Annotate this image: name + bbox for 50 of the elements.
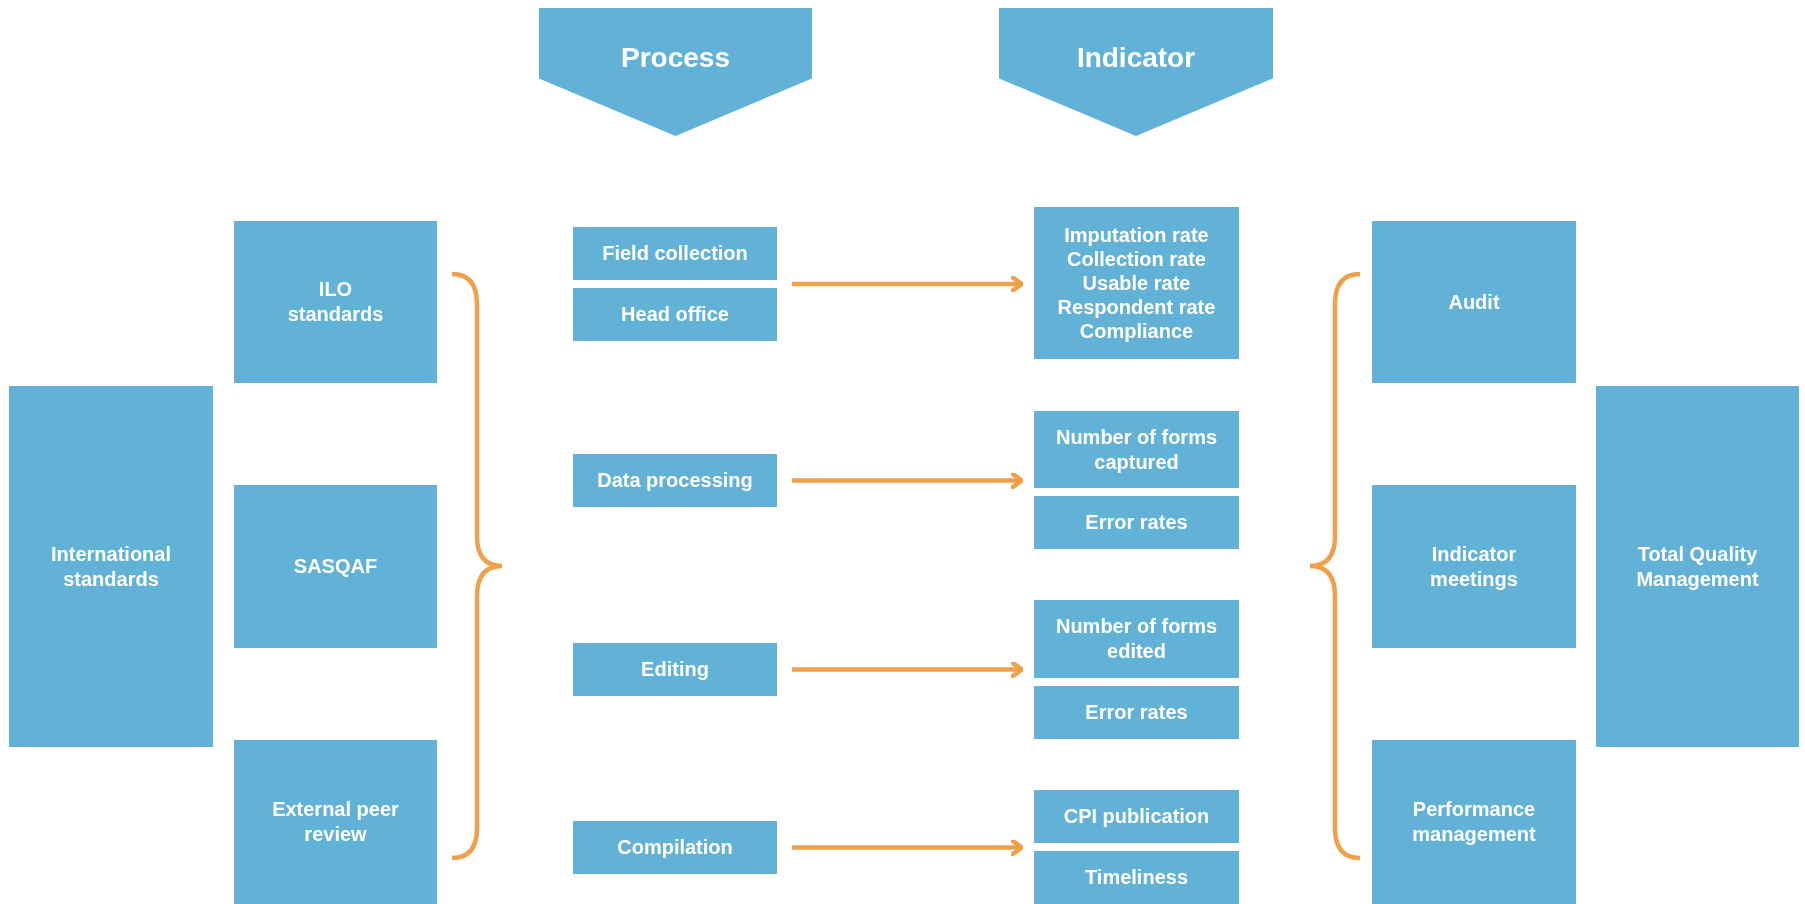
node-label: Field collection — [602, 241, 748, 266]
node-label: Audit — [1448, 289, 1500, 315]
node-label: Timeliness — [1085, 865, 1188, 890]
node-label: Data processing — [597, 468, 753, 493]
node-label: Number of forms captured — [1054, 424, 1219, 475]
node-label: Editing — [641, 657, 709, 682]
node-label: Performance management — [1411, 797, 1537, 847]
text-box — [1034, 411, 1239, 488]
node-label: International standards — [50, 541, 172, 592]
text-box — [1372, 485, 1576, 648]
text-box — [1596, 386, 1799, 747]
node-label: Indicator — [1076, 41, 1196, 75]
node-label: Head office — [621, 302, 729, 327]
arrow — [792, 660, 1025, 679]
node-label: Error rates — [1085, 700, 1188, 725]
node-label: Imputation rate — [1064, 223, 1209, 247]
node-label: Process — [621, 41, 730, 75]
node-label: Number of forms edited — [1054, 614, 1219, 664]
text-box — [234, 485, 437, 648]
text-box — [1034, 686, 1239, 739]
node-label: CPI publication — [1063, 804, 1210, 829]
node-label: ILO standards — [286, 277, 385, 327]
node-label: Error rates — [1085, 510, 1188, 535]
node-label: Compilation — [617, 835, 733, 860]
text-box — [1034, 496, 1239, 549]
text-box — [573, 288, 777, 341]
node-label: Compliance — [1079, 319, 1194, 343]
arrow — [792, 471, 1025, 490]
node-label: Collection rate — [1067, 247, 1206, 271]
text-box — [1372, 221, 1576, 383]
arrow — [792, 838, 1025, 857]
text-box — [234, 740, 437, 904]
text-box — [234, 221, 437, 383]
text-box — [573, 227, 777, 280]
node-label: External peer review — [271, 797, 400, 847]
text-box — [573, 454, 777, 507]
arrow — [792, 274, 1025, 294]
text-box — [9, 386, 213, 747]
node-label: Indicator meetings — [1429, 541, 1519, 592]
text-box — [1372, 740, 1576, 904]
node-label: SASQAF — [293, 554, 378, 579]
node-label: Usable rate — [1082, 271, 1191, 295]
text-box — [1034, 600, 1239, 678]
text-box — [1034, 851, 1239, 904]
text-box — [573, 643, 777, 696]
node-label: Respondent rate — [1057, 295, 1216, 319]
text-box — [1034, 790, 1239, 843]
text-box — [573, 821, 777, 874]
node-label: Total Quality Management — [1635, 541, 1760, 592]
text-box — [1034, 207, 1239, 359]
